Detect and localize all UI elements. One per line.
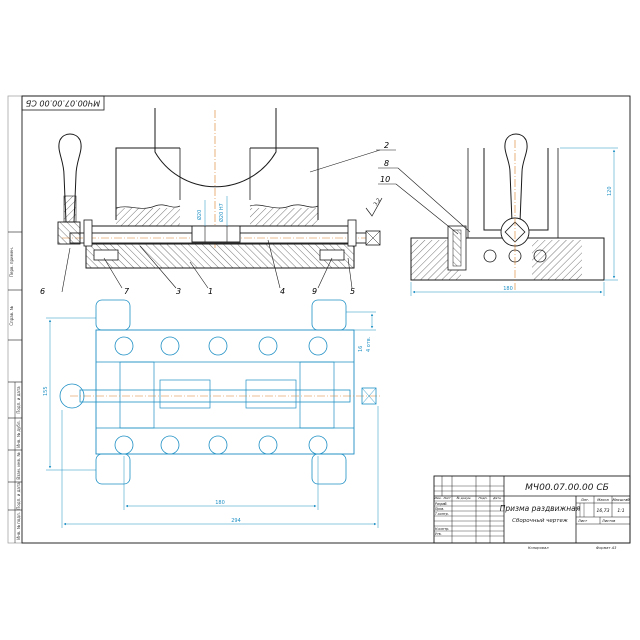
margin-label: Инв. № подл. [16,512,21,540]
role-label: Пров. [435,507,444,511]
dim-side-height: 120 [607,186,613,196]
change-head: Подп. [478,496,487,500]
margin-label: Подп. и дата [16,482,21,510]
callout-3: 3 [176,287,181,296]
dim-plan-small-2: 4 отв. [366,336,372,352]
dim-bore-1: Ø20 [196,210,203,220]
roughness-value: 3.2 [373,197,382,207]
callout-9: 9 [312,287,317,296]
role-label: Н.контр. [435,527,449,531]
margin-label: Инв. № дубл. [16,420,21,447]
sheet-label: Лист [577,519,588,523]
title-block: МЧ00.07.00.00 СБ Призма раздвижная Сборо… [433,475,631,550]
dim-plan-small-1: 16 [358,346,364,352]
title-subtitle: Сборочный чертеж [512,518,568,524]
dim-plan-overall: 294 [231,518,241,524]
col-head-mass: Масса [597,498,608,502]
side-margin: Перв. примен. Справ. № Подп. и дата Инв.… [8,231,22,543]
bolt-hole-row-top [114,336,328,356]
col-head-scale: Масштаб [612,498,630,502]
margin-label: Справ. № [9,306,14,325]
format-label: Формат А3 [596,546,617,550]
title-name: Призма раздвижная [500,504,581,513]
callout-2: 2 [384,141,389,150]
change-head: № докум. [456,496,472,500]
callout-4: 4 [280,287,285,296]
role-label: Т.контр. [435,512,449,516]
change-head: Лист [442,496,451,500]
callout-10: 10 [380,175,390,184]
col-head-lit: Лит. [580,498,589,502]
rotated-code-box: МЧ00.07.00.00 СБ [21,95,105,111]
margin-label: Подп. и дата [16,386,21,414]
callout-8: 8 [384,159,389,168]
role-label: Утв. [435,532,442,536]
callout-6: 6 [40,287,45,296]
role-label: Разраб. [435,502,448,506]
front-callouts: 2 6 7 3 1 4 9 5 [40,141,396,296]
drawing-frame [21,95,631,544]
mass-value: 16,73 [597,508,610,514]
dim-plan-height: 155 [43,386,49,396]
callout-1: 1 [208,287,213,296]
sheets-label: Листов [601,519,615,523]
scale-value: 1:1 [617,508,624,514]
bolt-hole-row-bottom [114,435,328,455]
dim-plan-inner: 180 [215,500,225,506]
callout-7: 7 [124,287,130,296]
side-view: 120 180 8 10 [378,133,618,296]
dim-side-width: 180 [503,286,513,292]
change-head: Изм. [434,496,441,500]
copied-label: Копировал [528,546,549,550]
front-view: Ø20 Ø20 H7 3.2 [57,108,383,269]
dim-bore-2: Ø20 H7 [218,203,225,222]
margin-label: Перв. примен. [9,247,14,277]
rotated-code: МЧ00.07.00.00 СБ [25,99,100,108]
title-designation: МЧ00.07.00.00 СБ [525,483,609,493]
callout-5: 5 [350,287,355,296]
plan-view: 155 180 294 16 4 отв. [43,299,380,528]
margin-label: Взам. инв. № [16,452,21,479]
change-head: Дата [492,496,501,500]
